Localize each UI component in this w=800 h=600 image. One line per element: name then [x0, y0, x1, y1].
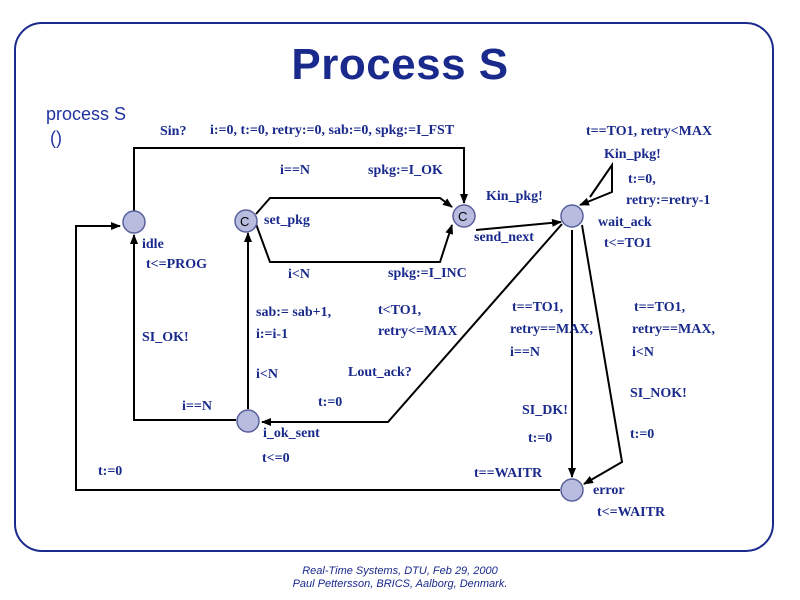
- edge-label-self-update-1: t:=0,: [628, 172, 656, 187]
- edge-label-i-lt-n-2: i<N: [256, 367, 278, 382]
- location-error: [560, 478, 584, 502]
- edge-label-lout-ack: Lout_ack?: [348, 365, 412, 380]
- edge-label-err1-guard-3: i==N: [510, 345, 540, 360]
- edge-label-i-eq-n: i==N: [280, 163, 310, 178]
- label-wait-ack-invariant: t<=TO1: [604, 236, 652, 251]
- edge-label-err2-guard-3: i<N: [632, 345, 654, 360]
- edge-idle-to-send: [133, 147, 468, 214]
- process-name: process S: [46, 104, 127, 124]
- label-send-next: send_next: [474, 230, 534, 245]
- edge-label-self-sync: Kin_pkg!: [604, 147, 661, 162]
- edge-label-t-zero-4: t:=0: [98, 464, 122, 479]
- footer: Real-Time Systems, DTU, Feb 29, 2000 Pau…: [0, 565, 800, 591]
- edge-label-i-dec: i:=i-1: [256, 327, 288, 342]
- edge-label-i-lt-n: i<N: [288, 267, 310, 282]
- edge-wait-self-loop: [579, 161, 613, 206]
- committed-mark-set: C: [240, 214, 249, 229]
- location-idle: [122, 210, 146, 234]
- label-error: error: [593, 483, 625, 498]
- edge-label-spkg-inc: spkg:=I_INC: [388, 266, 467, 281]
- edge-label-sin: Sin?: [160, 124, 186, 139]
- edge-wait-to-error-2: [581, 224, 624, 485]
- location-send-next: [452, 204, 476, 228]
- edge-label-si-dk: SI_DK!: [522, 403, 568, 418]
- process-params: (): [50, 128, 62, 148]
- edge-label-t-zero-3: t:=0: [630, 427, 654, 442]
- edge-label-si-ok: SI_OK!: [142, 330, 189, 345]
- edge-label-sab-update: sab:= sab+1,: [256, 305, 331, 320]
- footer-line-2: Paul Pettersson, BRICS, Aalborg, Denmark…: [292, 578, 508, 590]
- slide-frame: [14, 22, 774, 552]
- edge-set-to-send-bottom: [255, 223, 454, 263]
- edge-label-t-zero-1: t:=0: [318, 395, 342, 410]
- edge-label-err1-guard-1: t==TO1,: [512, 300, 563, 315]
- location-set-pkg: [234, 209, 258, 233]
- footer-line-1: Real-Time Systems, DTU, Feb 29, 2000: [302, 565, 498, 577]
- location-wait-ack: [560, 204, 584, 228]
- label-i-ok-sent-invariant: t<=0: [262, 451, 290, 466]
- label-set-pkg: set_pkg: [264, 213, 310, 228]
- label-idle: idle: [142, 237, 164, 252]
- edge-label-kin-pkg: Kin_pkg!: [486, 189, 543, 204]
- edge-label-self-update-2: retry:=retry-1: [626, 193, 710, 208]
- label-i-ok-sent: i_ok_sent: [263, 426, 320, 441]
- edge-wait-to-iok: [261, 223, 563, 426]
- committed-mark-send: C: [458, 209, 467, 224]
- edge-label-err2-guard-1: t==TO1,: [634, 300, 685, 315]
- edge-label-spkg-ok: spkg:=I_OK: [368, 163, 443, 178]
- edge-label-init-update: i:=0, t:=0, retry:=0, sab:=0, spkg:=I_FS…: [210, 123, 455, 138]
- edge-label-si-nok: SI_NOK!: [630, 386, 687, 401]
- edge-label-err2-guard-2: retry==MAX,: [632, 322, 715, 337]
- edge-label-t-lt-to1: t<TO1,: [378, 303, 421, 318]
- label-error-invariant: t<=WAITR: [597, 505, 666, 520]
- label-wait-ack: wait_ack: [598, 215, 652, 230]
- edge-label-t-waitr: t==WAITR: [474, 466, 543, 481]
- location-i-ok-sent: [236, 409, 260, 433]
- edge-iok-to-idle: [130, 234, 236, 421]
- edge-label-err1-guard-2: retry==MAX,: [510, 322, 593, 337]
- edge-error-to-idle: [75, 222, 560, 491]
- edge-set-to-send-top: [255, 197, 453, 215]
- edge-label-self-guard: t==TO1, retry<MAX: [586, 124, 712, 139]
- edge-label-i-eq-n-2: i==N: [182, 399, 212, 414]
- edge-label-t-zero-2: t:=0: [528, 431, 552, 446]
- edge-label-retry-le-max: retry<=MAX: [378, 324, 457, 339]
- edge-send-to-wait: [475, 218, 562, 231]
- label-idle-invariant: t<=PROG: [146, 257, 207, 272]
- slide-title: Process S: [291, 40, 509, 89]
